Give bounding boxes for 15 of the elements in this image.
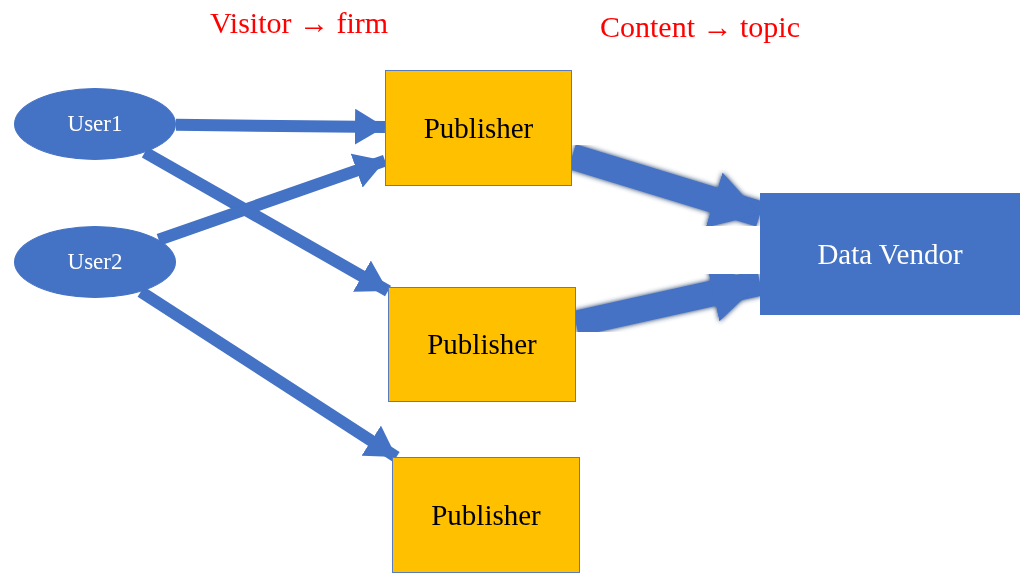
column-heading: Content → topic	[600, 10, 800, 44]
node-label: Publisher	[431, 498, 541, 532]
block-arrow	[175, 108, 386, 145]
node-label: User2	[67, 249, 123, 275]
node-label: Publisher	[427, 328, 537, 361]
block-arrow	[141, 147, 391, 297]
block-arrow	[156, 153, 387, 246]
publisher-box	[388, 287, 576, 402]
node-label: User1	[67, 111, 123, 137]
column-heading: Visitor → firm	[210, 6, 389, 40]
publisher-box	[392, 457, 580, 573]
node-label: Publisher	[423, 111, 534, 145]
publisher-box	[385, 70, 572, 186]
vendor-box	[760, 193, 1020, 315]
node-label: Data Vendor	[817, 237, 963, 271]
